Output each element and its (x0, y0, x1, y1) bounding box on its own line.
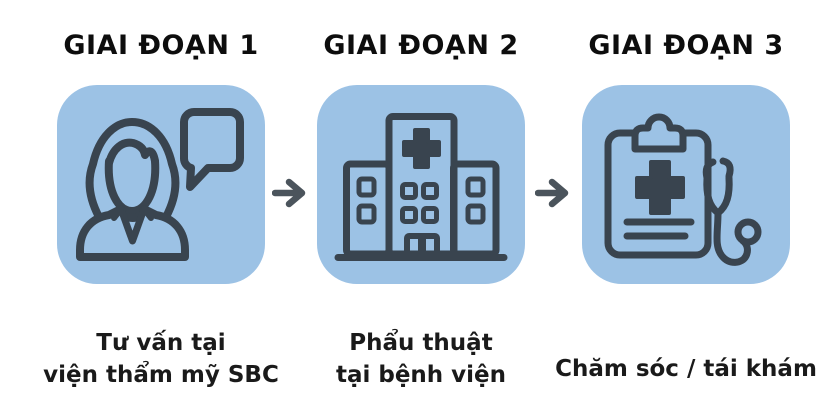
phase-3-box (582, 85, 790, 284)
consultant-speech-bubble-icon (76, 108, 244, 261)
phase-2-caption-line-2: tại bệnh viện (335, 362, 507, 388)
phase-1-box (57, 85, 265, 284)
phase-2-column: GIAI ĐOẠN 2 (317, 0, 525, 416)
phase-1-caption-line-1: Tư vấn tại (96, 330, 226, 356)
phase-1-title: GIAI ĐOẠN 1 (63, 30, 259, 61)
phase-3-caption-line-1: Chăm sóc / tái khám (555, 356, 817, 382)
phase-3-caption: Chăm sóc / tái khám (555, 353, 817, 385)
phase-2-box (317, 85, 525, 284)
phase-1-caption: Tư vấn tại viện thẩm mỹ SBC (43, 327, 279, 391)
phase-1-column: GIAI ĐOẠN 1 Tư vấn tại viện thẩm (43, 0, 279, 416)
phase-2-caption-line-1: Phẩu thuật (349, 330, 493, 356)
hospital-icon (334, 113, 508, 261)
phase-2-caption: Phẩu thuật tại bệnh viện (336, 327, 506, 391)
arrow-right-icon (535, 178, 569, 208)
phase-3-title: GIAI ĐOẠN 3 (588, 30, 784, 61)
phase-2-title: GIAI ĐOẠN 2 (323, 30, 519, 61)
arrow-right-icon (272, 178, 306, 208)
phase-3-column: GIAI ĐOẠN 3 Chăm sóc (555, 0, 817, 416)
phase-1-caption-line-2: viện thẩm mỹ SBC (43, 362, 279, 388)
clipboard-stethoscope-icon (604, 113, 762, 266)
